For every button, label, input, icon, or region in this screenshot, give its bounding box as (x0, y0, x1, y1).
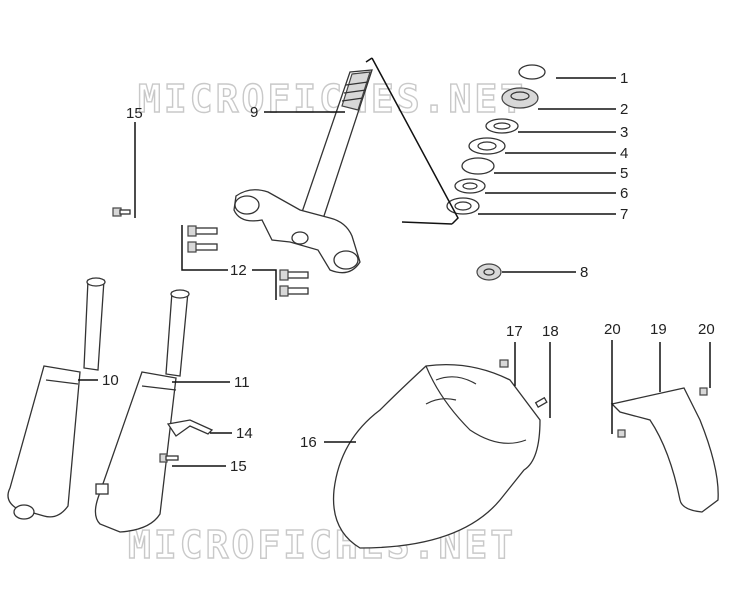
label-2: 2 (620, 101, 628, 118)
watermark-top: MICROFICHES.NET (138, 77, 526, 121)
label-7: 7 (620, 206, 628, 223)
assembly-bracket (365, 57, 459, 225)
bolts (112, 207, 309, 297)
label-20-right: 20 (698, 321, 715, 338)
label-17: 17 (506, 323, 523, 340)
fender-fasteners (499, 359, 708, 438)
label-9: 9 (250, 104, 258, 121)
front-fender (332, 363, 541, 549)
label-8: 8 (580, 264, 588, 281)
label-5: 5 (620, 165, 628, 182)
label-14: 14 (236, 425, 253, 442)
label-3: 3 (620, 124, 628, 141)
clip (166, 419, 214, 437)
label-1: 1 (620, 70, 628, 87)
label-15-bottom: 15 (230, 458, 247, 475)
fork-leg-left (7, 277, 106, 520)
label-11: 11 (234, 374, 250, 391)
rear-mudguard (610, 387, 719, 513)
label-16: 16 (300, 434, 317, 451)
label-18: 18 (542, 323, 559, 340)
fork-leg-right (94, 289, 190, 533)
label-6: 6 (620, 185, 628, 202)
leader-lines (78, 77, 711, 467)
bearing-stack (446, 64, 546, 281)
label-19: 19 (650, 321, 667, 338)
screw-15 (159, 453, 179, 463)
callout-labels: 1 2 3 4 5 6 7 8 9 10 11 12 14 15 15 16 1… (102, 70, 715, 475)
label-12: 12 (230, 262, 247, 279)
label-4: 4 (620, 145, 628, 162)
label-20-left: 20 (604, 321, 621, 338)
label-15-top: 15 (126, 105, 143, 122)
label-10: 10 (102, 372, 119, 389)
steering-stem (233, 69, 373, 274)
